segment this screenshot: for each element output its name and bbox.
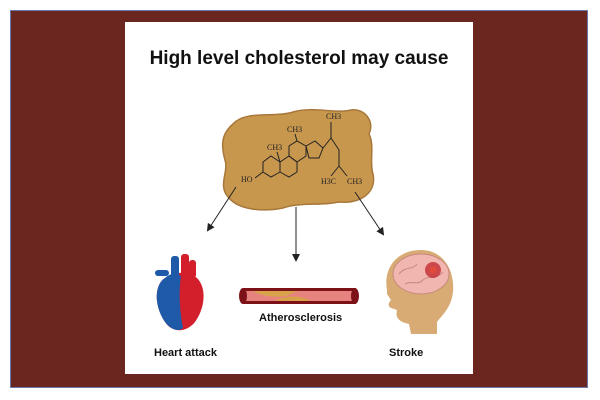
- heart-attack-label: Heart attack: [154, 347, 217, 359]
- cholesterol-molecule: [254, 122, 348, 179]
- molecule-label-ch3-left: CH3: [267, 143, 282, 152]
- atherosclerosis-label: Atherosclerosis: [259, 312, 343, 324]
- image-frame: [10, 10, 588, 388]
- heart-icon: [155, 254, 204, 331]
- stroke-label: Stroke: [389, 347, 424, 359]
- molecule-label-ch3-top: CH3: [326, 112, 341, 121]
- artery-icon: [239, 288, 359, 304]
- molecule-label-ho: HO: [241, 175, 253, 184]
- diagram-title: High level cholesterol may cause: [149, 48, 449, 69]
- molecule-label-h3c: H3C: [321, 177, 336, 186]
- arrow-to-brain: [354, 191, 385, 236]
- molecule-labels: CH3 CH3 CH3 HO H3C CH3: [241, 112, 362, 186]
- arrow-to-heart: [206, 186, 237, 232]
- cholesterol-blob: [221, 108, 375, 211]
- molecule-label-ch3-ring: CH3: [287, 125, 302, 134]
- molecule-label-ch3-right: CH3: [347, 177, 362, 186]
- brain-head-icon: [386, 250, 454, 334]
- diagram-panel: High level cholesterol may cause CH3 CH3…: [125, 22, 473, 374]
- diagram-graphics: CH3 CH3 CH3 HO H3C CH3: [155, 108, 454, 334]
